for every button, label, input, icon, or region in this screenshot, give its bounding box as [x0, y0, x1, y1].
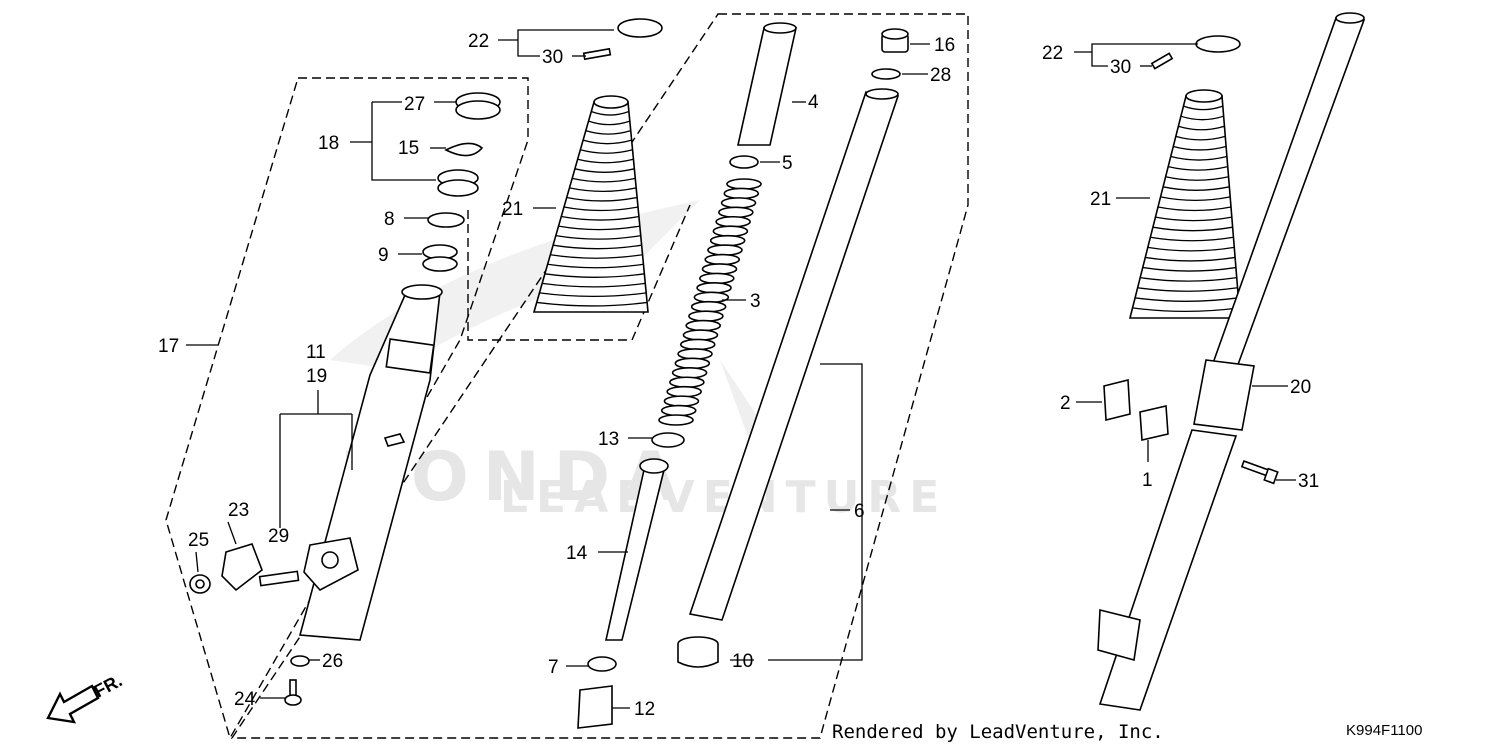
holder-23: [221, 543, 263, 592]
watermark-dealer: LEADVENTURE: [500, 472, 947, 523]
fork-slider-left: [298, 284, 443, 641]
fork-pipe-6: [688, 91, 900, 621]
callout-6: 6: [854, 501, 865, 522]
callout-15: 15: [398, 138, 419, 159]
group-outline-fork-assembly: [165, 77, 529, 740]
diagram-code: K994F1100: [1346, 722, 1422, 739]
clamp-22-right: [1195, 35, 1241, 53]
bracket-2: [1103, 378, 1131, 422]
callout-7: 7: [548, 657, 559, 678]
spacer-4-top: [763, 22, 797, 34]
seal-27: [455, 92, 501, 120]
group-outline-boot: [467, 204, 691, 341]
callout-8: 8: [384, 209, 395, 230]
callout-13: 13: [598, 429, 619, 450]
seal-18: [437, 169, 479, 197]
callout-3: 3: [750, 291, 761, 312]
callout-30: 30: [542, 47, 563, 68]
callout-26: 26: [322, 651, 343, 672]
cap-bolt-16: [881, 28, 909, 53]
callout-21-right: 21: [1090, 189, 1111, 210]
screw-30-right: [1150, 52, 1174, 70]
front-direction-arrow: FR.: [46, 670, 125, 724]
callout-24: 24: [234, 689, 256, 710]
spring-3: [658, 178, 762, 426]
callout-30-right: 30: [1110, 57, 1131, 78]
bolt-31: [1240, 460, 1279, 485]
fork-assembly-right: [1097, 12, 1366, 711]
spacer-4: [737, 27, 797, 146]
damper-rod-14: [605, 458, 669, 641]
footer-credit: Rendered by LeadVenture, Inc.: [832, 721, 1164, 743]
washer-26: [290, 655, 310, 667]
callout-21: 21: [502, 199, 523, 220]
callout-labels: 22 30 27 18 15 8 9 21 17 11 19 23 29 25 …: [158, 31, 1319, 720]
bolt-24: [284, 679, 302, 706]
callout-17: 17: [158, 336, 179, 357]
bolt-29: [258, 570, 300, 587]
callout-1: 1: [1142, 470, 1153, 491]
bracket-1: [1139, 405, 1169, 441]
callout-18: 18: [318, 133, 339, 154]
washer-5: [729, 155, 759, 169]
callout-5: 5: [782, 153, 793, 174]
o-ring-28: [871, 68, 901, 80]
callout-19: 19: [306, 366, 327, 387]
dust-boot-right: [1128, 89, 1241, 319]
callout-4: 4: [808, 92, 819, 113]
nut-25: [189, 574, 211, 594]
callout-22: 22: [468, 31, 489, 52]
callout-20: 20: [1290, 377, 1311, 398]
callout-16: 16: [934, 35, 955, 56]
callout-2: 2: [1060, 393, 1071, 414]
piece-12: [577, 685, 613, 729]
seal-7: [587, 656, 617, 672]
bushing-9: [422, 244, 458, 272]
callout-31: 31: [1298, 471, 1319, 492]
callout-11: 11: [306, 342, 326, 363]
dust-boot-left: [532, 95, 649, 313]
callout-28: 28: [930, 65, 951, 86]
callout-23: 23: [228, 500, 249, 521]
callout-10: 10: [732, 651, 753, 672]
callout-25: 25: [188, 530, 209, 551]
callout-29: 29: [268, 526, 289, 547]
callout-14: 14: [566, 543, 588, 564]
callout-22-right: 22: [1042, 43, 1063, 64]
screw-30-left: [582, 47, 612, 61]
clip-15: [444, 142, 484, 157]
bushing-10: [677, 636, 719, 668]
washer-8: [427, 212, 465, 228]
callout-9: 9: [378, 245, 389, 266]
clamp-22-left: [617, 18, 663, 38]
leader-lines: [186, 29, 1296, 709]
callout-12: 12: [634, 699, 655, 720]
callout-27: 27: [404, 94, 425, 115]
ring-13: [651, 432, 685, 448]
fork-pipe-6-top: [865, 88, 899, 100]
